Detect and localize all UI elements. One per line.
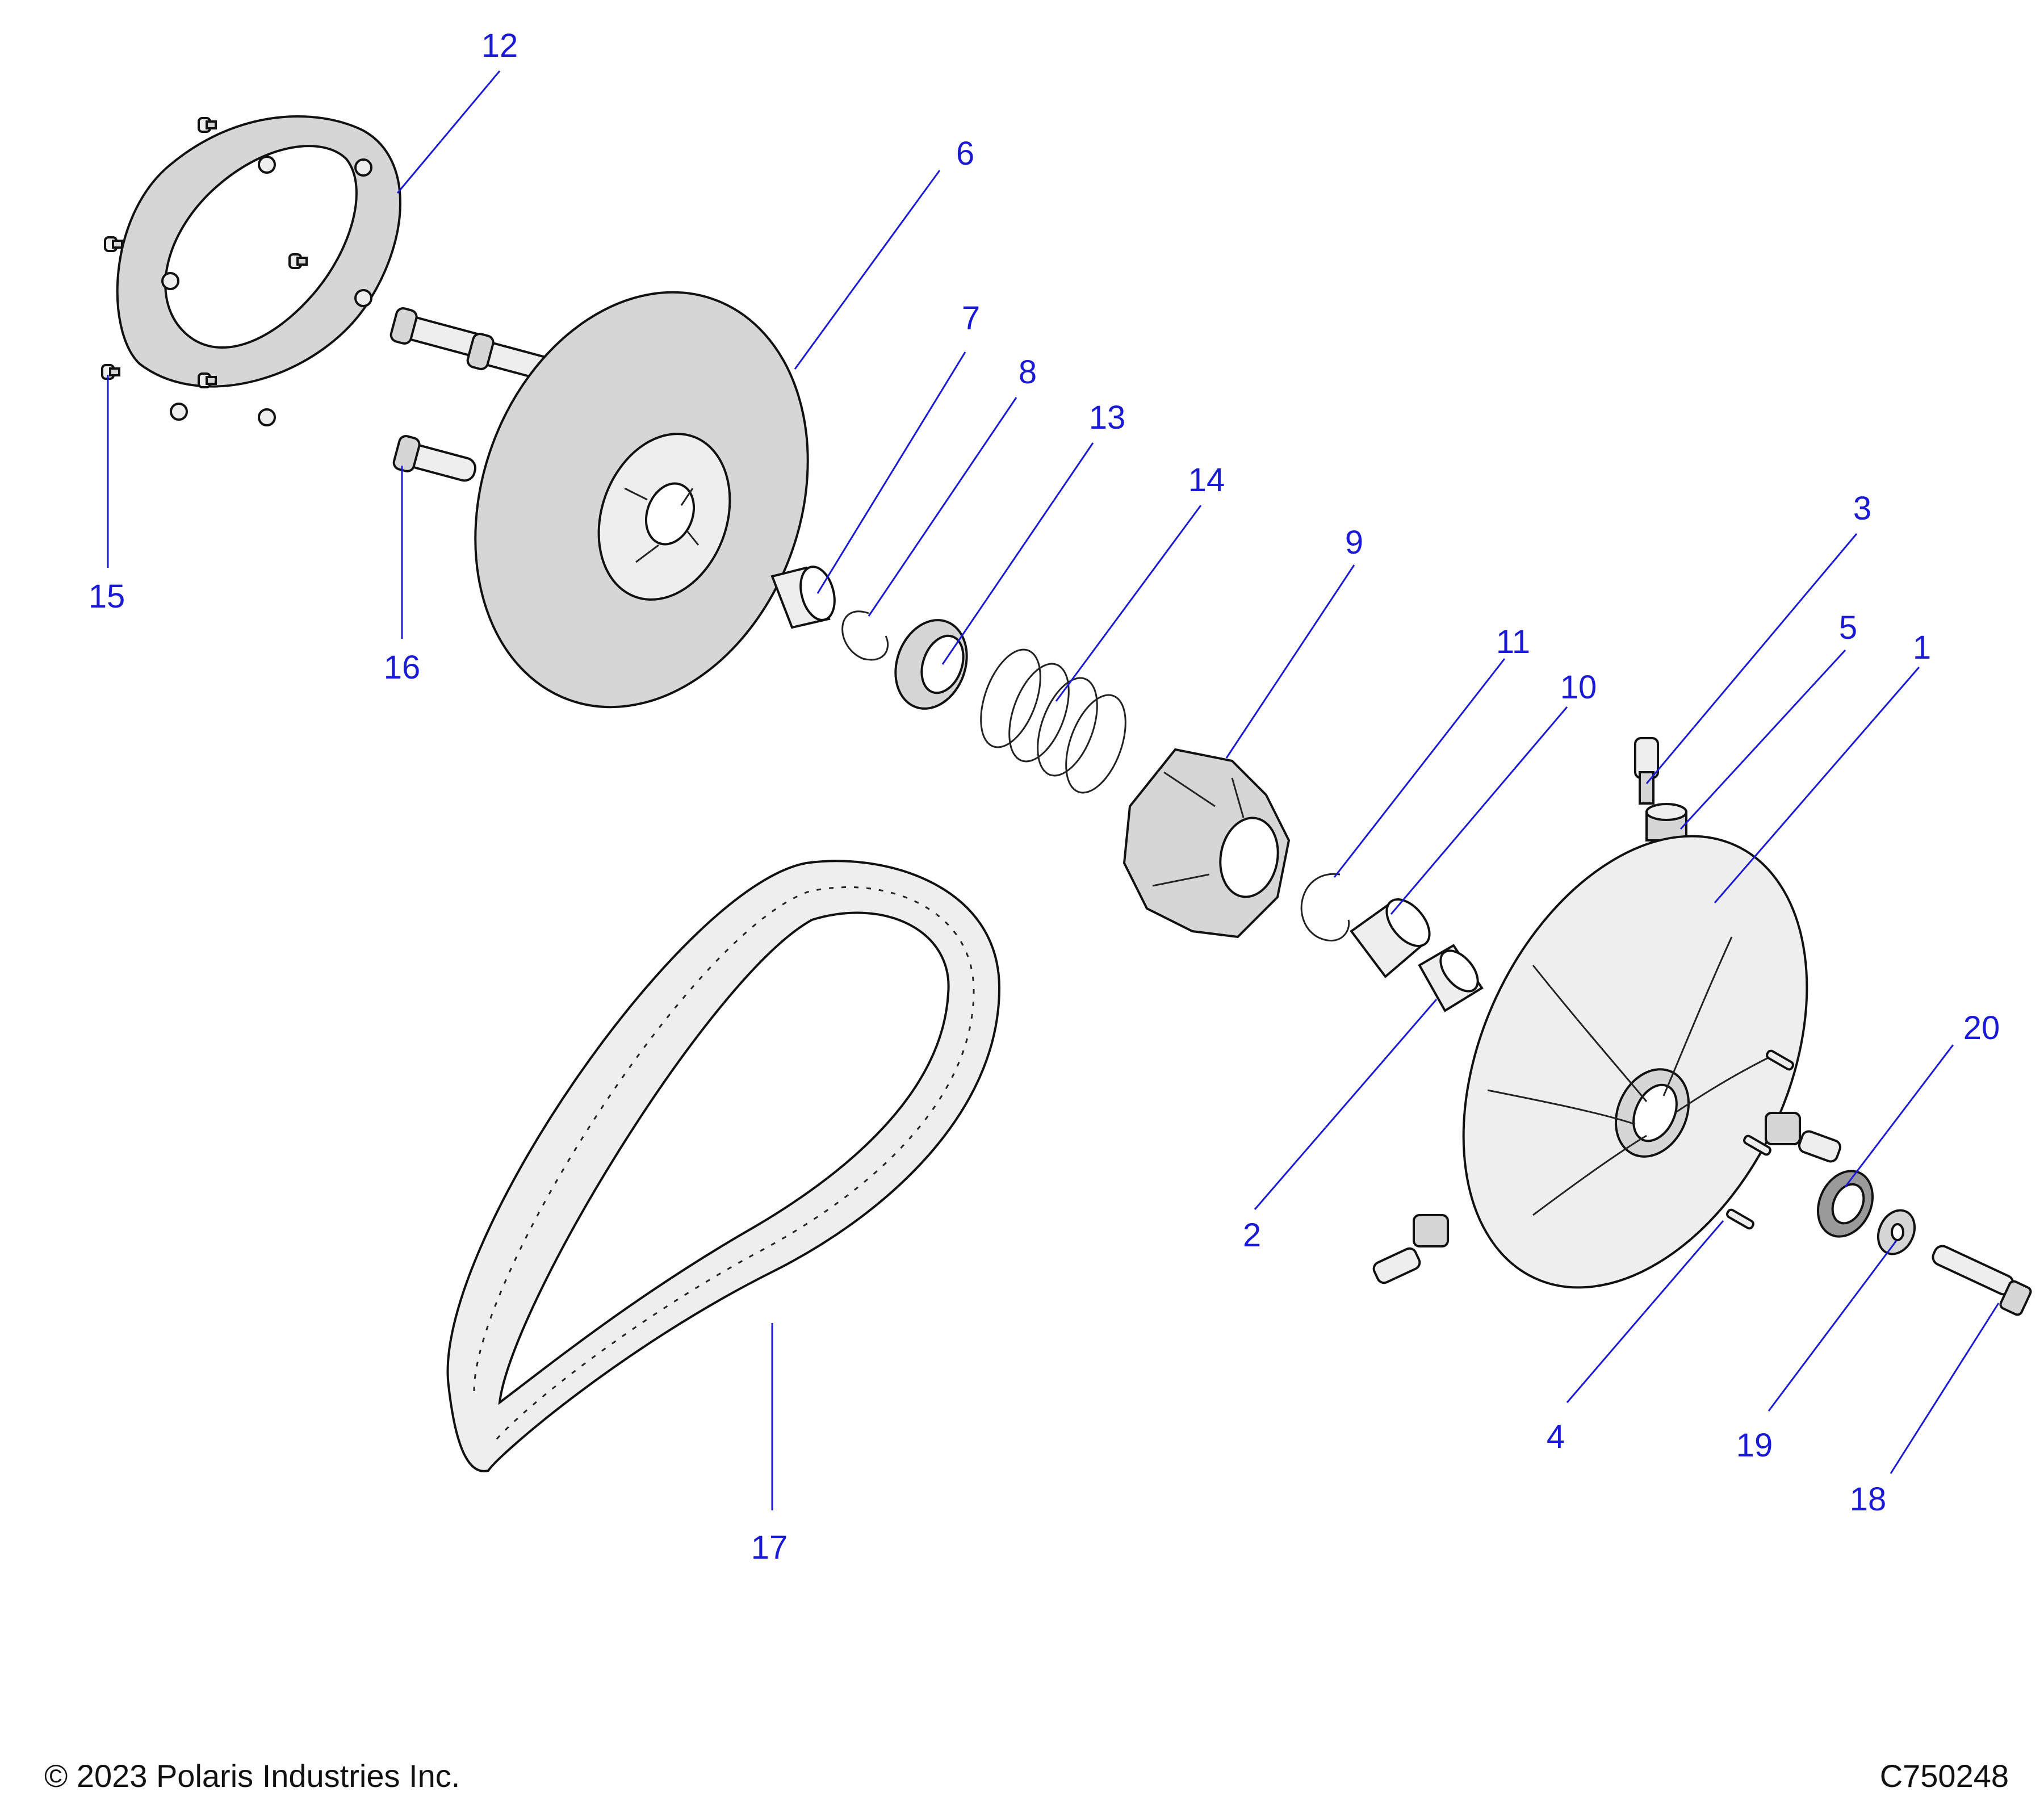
callout-3: 3: [1853, 490, 1871, 527]
callout-12: 12: [481, 27, 518, 64]
callout-19: 19: [1736, 1427, 1773, 1464]
callout-17: 17: [751, 1529, 788, 1566]
callout-14: 14: [1188, 462, 1225, 499]
leader-lines: [107, 70, 2000, 1510]
spider-part-9: [1122, 748, 1291, 939]
snap-ring-part-8: [841, 610, 889, 661]
bushing-part-2: [1418, 944, 1484, 1012]
callout-8: 8: [1019, 354, 1037, 391]
callout-18: 18: [1850, 1481, 1887, 1518]
spring-cup-part-13: [894, 619, 968, 710]
diagram-code: C750248: [1879, 1758, 2009, 1794]
bolt-part-18: [1932, 1245, 2032, 1316]
callout-16: 16: [384, 649, 421, 686]
callout-13: 13: [1089, 399, 1126, 436]
callout-6: 6: [956, 135, 974, 172]
roller-part-5: [1645, 803, 1687, 841]
callout-10: 10: [1560, 669, 1597, 706]
bushing-part-10: [1350, 898, 1431, 978]
callout-5: 5: [1839, 609, 1857, 646]
drive-belt-part-17: [446, 860, 1001, 1472]
pin-part-3: [1634, 737, 1659, 805]
washer-part-19: [1877, 1209, 1916, 1255]
callout-labels: 12 6 7 8 13 14 9 11 10 3 5 1 20 2 4 19 1…: [89, 27, 2000, 1566]
seal-part-20: [1816, 1170, 1874, 1238]
callout-7: 7: [962, 300, 980, 337]
callout-11: 11: [1496, 623, 1530, 660]
callout-20: 20: [1963, 1010, 2000, 1046]
roller-pin-assembly: [1372, 1112, 1842, 1284]
cover-plate-part-12: [116, 115, 401, 426]
movable-sheave-part-1: [1462, 835, 1808, 1289]
spring-part-14: [980, 648, 1126, 794]
bolts-part-16: [389, 307, 562, 482]
snap-ring-part-11: [1300, 873, 1350, 941]
callout-9: 9: [1345, 524, 1363, 561]
copyright-notice: © 2023 Polaris Industries Inc.: [44, 1758, 460, 1794]
screws-part-15: [101, 117, 308, 388]
callout-4: 4: [1547, 1418, 1565, 1455]
sheave-disc-part-6: [474, 291, 809, 709]
callout-15: 15: [89, 578, 125, 615]
callout-1: 1: [1913, 629, 1931, 666]
callout-2: 2: [1243, 1217, 1261, 1254]
pin-part-4: [1726, 1049, 1794, 1230]
